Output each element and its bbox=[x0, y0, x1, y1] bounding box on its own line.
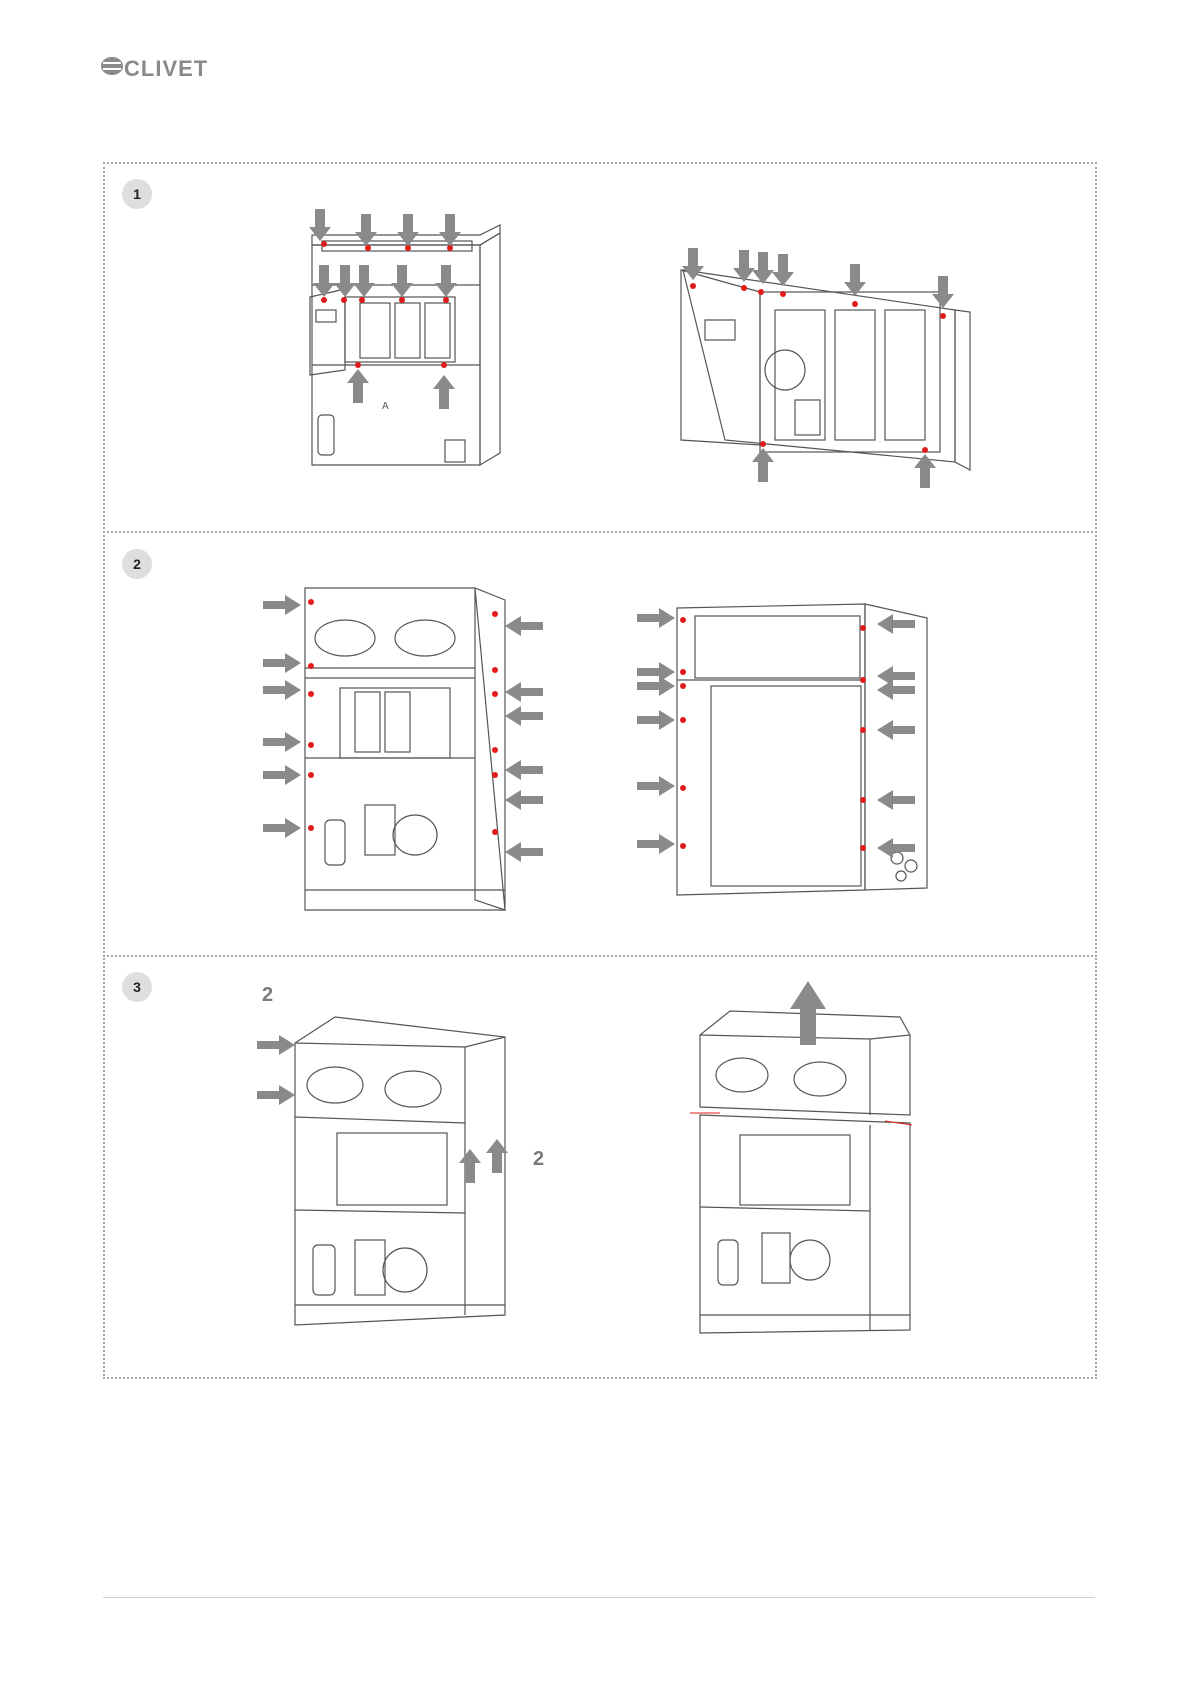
footer-divider bbox=[103, 1597, 1095, 1598]
step-2-unit-rear-drawing bbox=[625, 590, 925, 915]
step-1-badge: 1 bbox=[122, 179, 152, 209]
step-1-panel-detail-drawing bbox=[675, 230, 995, 505]
clivet-logo-mark-icon bbox=[100, 54, 124, 78]
step-3-unit-lifted-drawing bbox=[690, 975, 930, 1335]
step-2-badge: 2 bbox=[122, 549, 152, 579]
step-3-right-count-label: 2 bbox=[533, 1148, 544, 1171]
step-3-unit-before-drawing bbox=[245, 1005, 525, 1335]
clivet-logo: CLIVET bbox=[100, 52, 220, 80]
step-3-left-count-label: 2 bbox=[262, 984, 273, 1007]
brand-name: CLIVET bbox=[124, 56, 208, 82]
svg-text:A: A bbox=[382, 401, 389, 412]
step-1-unit-front-drawing: A bbox=[300, 185, 530, 475]
step-3-badge: 3 bbox=[122, 972, 152, 1002]
step-2-unit-front-drawing bbox=[245, 570, 555, 915]
